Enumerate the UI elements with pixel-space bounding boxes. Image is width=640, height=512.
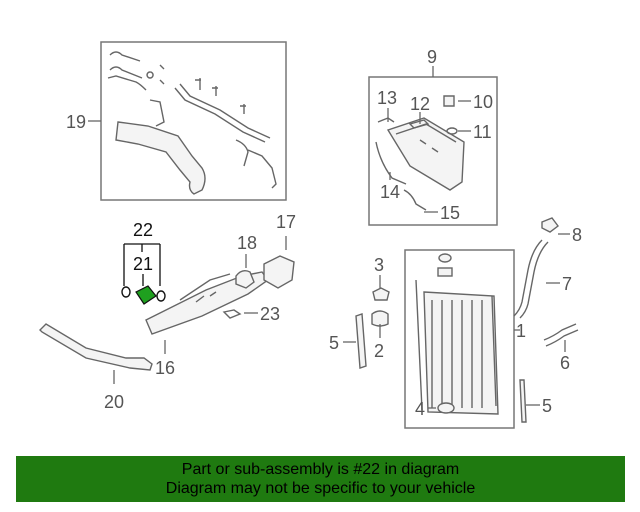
clips	[146, 64, 165, 85]
callout-1: 1	[516, 321, 526, 341]
sensor-23	[222, 309, 242, 319]
clamp-right	[156, 290, 166, 302]
radiator-cap	[438, 253, 452, 263]
callout-12: 12	[410, 94, 430, 114]
callout-11: 11	[473, 122, 492, 142]
seal-5-right	[519, 379, 527, 423]
highlighted-part-22: 22 21	[121, 220, 166, 305]
mount-2	[371, 310, 389, 327]
small-hoses	[107, 51, 147, 91]
drain-plug	[437, 267, 453, 277]
sensor-8	[541, 217, 559, 233]
long-pipe	[174, 83, 271, 143]
overflow-hose-14	[375, 141, 407, 185]
reservoir-group-9: 9 13 12 10 11 14 15	[368, 47, 498, 226]
bent-hoses	[235, 139, 277, 189]
callout-17: 17	[276, 212, 296, 232]
upper-hose-7	[513, 239, 549, 319]
drain-cock-4	[437, 402, 455, 414]
callout-7: 7	[562, 274, 572, 294]
radiator-core	[423, 291, 499, 415]
callout-22: 22	[133, 220, 153, 240]
callout-5-right: 5	[542, 396, 552, 416]
hose-21-highlighted	[135, 285, 157, 305]
callout-20: 20	[104, 392, 124, 412]
callout-21: 21	[133, 254, 153, 274]
water-pipe-group: 20 16 18 17 23	[39, 212, 296, 412]
callout-10: 10	[473, 92, 493, 112]
cap-10	[443, 95, 455, 107]
nut-3	[372, 287, 390, 301]
bolts	[195, 78, 246, 114]
large-hose	[115, 121, 206, 195]
banner-line-1: Part or sub-assembly is #22 in diagram	[181, 461, 460, 478]
callout-18: 18	[237, 233, 257, 253]
radiator-tanks	[415, 279, 497, 411]
callout-6: 6	[560, 353, 570, 373]
callout-9: 9	[427, 47, 437, 67]
bracket-22	[123, 243, 161, 286]
thermostat-housing-17	[263, 255, 295, 289]
fitting-18	[235, 269, 255, 289]
reservoir-tank	[386, 117, 465, 191]
info-banner: Part or sub-assembly is #22 in diagram D…	[16, 456, 625, 502]
callout-14: 14	[380, 182, 400, 202]
radiator-fins	[431, 300, 483, 408]
pipe-detail	[179, 273, 231, 303]
radiator-group-1: 1 4	[404, 249, 526, 429]
lower-hose-6	[543, 323, 579, 347]
callout-23: 23	[260, 304, 280, 324]
banner-line-2: Diagram may not be specific to your vehi…	[165, 480, 476, 497]
seal-5-left	[355, 313, 367, 369]
callout-13: 13	[377, 88, 397, 108]
bracket	[149, 99, 165, 127]
clamp-left	[121, 286, 131, 298]
callout-4: 4	[415, 399, 425, 419]
callout-3: 3	[374, 255, 384, 275]
seal-11	[446, 127, 458, 135]
callout-16: 16	[155, 358, 175, 378]
callout-2: 2	[374, 341, 384, 361]
hose-15	[403, 189, 427, 211]
callout-19: 19	[66, 112, 86, 132]
water-pipe-20	[39, 323, 153, 371]
hose-kit-group-19: 19	[66, 41, 287, 201]
callout-8: 8	[572, 225, 582, 245]
callout-15: 15	[440, 203, 460, 223]
callout-5-left: 5	[329, 333, 339, 353]
box-1	[404, 249, 515, 429]
